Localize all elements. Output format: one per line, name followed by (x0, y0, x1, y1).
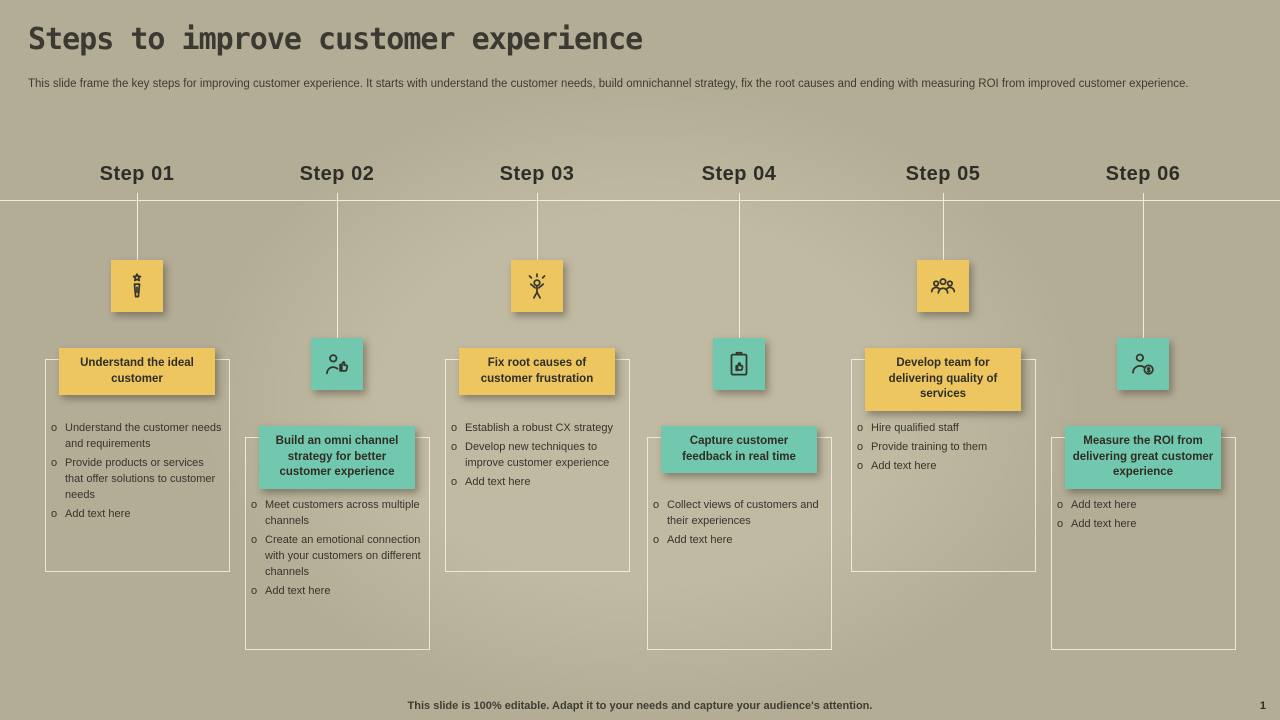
bullet-text: Add text here (1071, 499, 1137, 511)
bullet-marker: o (857, 440, 864, 453)
step-heading: Understand the ideal customer (59, 348, 215, 396)
step-bullets: o Collect views of customers and their ex… (653, 498, 825, 552)
bullet-text: Hire qualified staff (871, 422, 959, 434)
timeline-line (0, 200, 1280, 201)
bullet-marker: o (857, 459, 864, 472)
step-column-04: Step 04 Capture customer feedback in rea… (639, 0, 839, 720)
bullet-item: o Provide training to them (857, 440, 1029, 456)
connector-line (739, 193, 740, 338)
bullet-item: o Collect views of customers and their ex… (653, 498, 825, 530)
bullet-marker: o (451, 440, 458, 453)
thumbs-up-person-icon (311, 338, 363, 390)
connector-line (943, 193, 944, 260)
bullet-marker: o (1057, 499, 1064, 511)
bullet-marker: o (251, 533, 258, 546)
step-heading: Fix root causes of customer frustration (459, 348, 615, 396)
bullet-item: o Add text here (857, 459, 1029, 475)
bullet-item: o Establish a robust CX strategy (451, 421, 623, 437)
connector-line (537, 193, 538, 260)
bullet-marker: o (653, 533, 660, 546)
step-column-03: Step 03 Fix root causes of customer frus… (437, 0, 637, 720)
bullet-text: Meet customers across multiple channels (265, 499, 420, 527)
bullet-marker: o (451, 422, 458, 434)
bullet-item: o Add text here (251, 584, 423, 600)
bullet-item: o Add text here (653, 533, 825, 549)
bullet-text: Collect views of customers and their exp… (667, 499, 819, 527)
step-column-05: Step 05 Develop team for delivering qual… (843, 0, 1043, 720)
step-label: Step 02 (299, 163, 375, 185)
bullet-text: Develop new techniques to improve custom… (465, 440, 610, 469)
page-number: 1 (1259, 700, 1266, 712)
svg-text:$: $ (1147, 367, 1151, 374)
bullet-text: Add text here (667, 533, 733, 546)
slide-title: Steps to improve customer experience (28, 22, 643, 57)
bullet-text: Provide products or services that offer … (65, 456, 216, 501)
feedback-clipboard-icon (730, 351, 748, 376)
bullet-item: o Add text here (451, 475, 623, 491)
bullet-text: Provide training to them (871, 440, 988, 453)
bullet-item: o Create an emotional connection with you… (251, 533, 423, 581)
bullet-marker: o (51, 507, 58, 520)
connector-line (1143, 193, 1144, 338)
bullet-marker: o (1057, 517, 1064, 530)
bullet-marker: o (451, 475, 458, 488)
bullet-text: Establish a robust CX strategy (465, 422, 613, 434)
step-bullets: o Meet customers across multiple channels… (251, 498, 423, 603)
step-column-06: Step 06 $ Measure the ROI from deliverin… (1043, 0, 1243, 720)
bullet-text: Add text here (1071, 517, 1137, 530)
team-icon (930, 278, 956, 294)
step-heading: Build an omni channel strategy for bette… (259, 426, 415, 489)
step-heading: Develop team for delivering quality of s… (865, 348, 1021, 411)
bullet-item: o Provide products or services that offer… (51, 456, 223, 504)
step-label: Step 04 (701, 163, 777, 185)
bullet-marker: o (653, 499, 660, 511)
connector-line (137, 193, 138, 260)
bullet-item: o Add text here (1057, 498, 1229, 514)
step-label: Step 01 (99, 163, 175, 185)
step-column-02: Step 02 Build an omni channel strategy f… (237, 0, 437, 720)
step-heading: Capture customer feedback in real time (661, 426, 817, 474)
step-label: Step 05 (905, 163, 981, 185)
bullet-item: o Add text here (1057, 517, 1229, 533)
bullet-item: o Develop new techniques to improve custo… (451, 440, 623, 472)
idea-person-icon (132, 273, 142, 298)
frustrated-person-icon (511, 260, 563, 312)
bullet-marker: o (251, 499, 258, 511)
person-dollar-icon: $ (1117, 338, 1169, 390)
thumbs-up-person-icon (326, 354, 349, 375)
bullet-item: o Understand the customer needs and requi… (51, 421, 223, 453)
connector-line (337, 193, 338, 338)
bullet-text: Add text here (65, 507, 131, 520)
bullet-item: o Meet customers across multiple channels (251, 498, 423, 530)
bullet-text: Create an emotional connection with your… (265, 533, 421, 578)
bullet-marker: o (51, 422, 58, 434)
idea-person-icon (111, 260, 163, 312)
step-label: Step 06 (1105, 163, 1181, 185)
bullet-marker: o (251, 584, 258, 597)
bullet-text: Add text here (265, 584, 331, 597)
person-dollar-icon: $ (1132, 353, 1154, 375)
bullet-text: Understand the customer needs and requir… (65, 422, 222, 450)
footer-note: This slide is 100% editable. Adapt it to… (407, 700, 873, 712)
team-icon (917, 260, 969, 312)
bullet-marker: o (857, 422, 864, 434)
slide-subtitle: This slide frame the key steps for impro… (28, 78, 1189, 90)
bullet-text: Add text here (871, 459, 937, 472)
step-heading: Measure the ROI from delivering great cu… (1065, 426, 1221, 489)
bullet-marker: o (51, 456, 58, 469)
frustrated-person-icon (528, 273, 546, 299)
feedback-clipboard-icon (713, 338, 765, 390)
step-bullets: o Understand the customer needs and requi… (51, 421, 223, 526)
bullet-text: Add text here (465, 475, 531, 488)
bullet-item: o Hire qualified staff (857, 421, 1029, 437)
bullet-item: o Add text here (51, 507, 223, 523)
step-label: Step 03 (499, 163, 575, 185)
